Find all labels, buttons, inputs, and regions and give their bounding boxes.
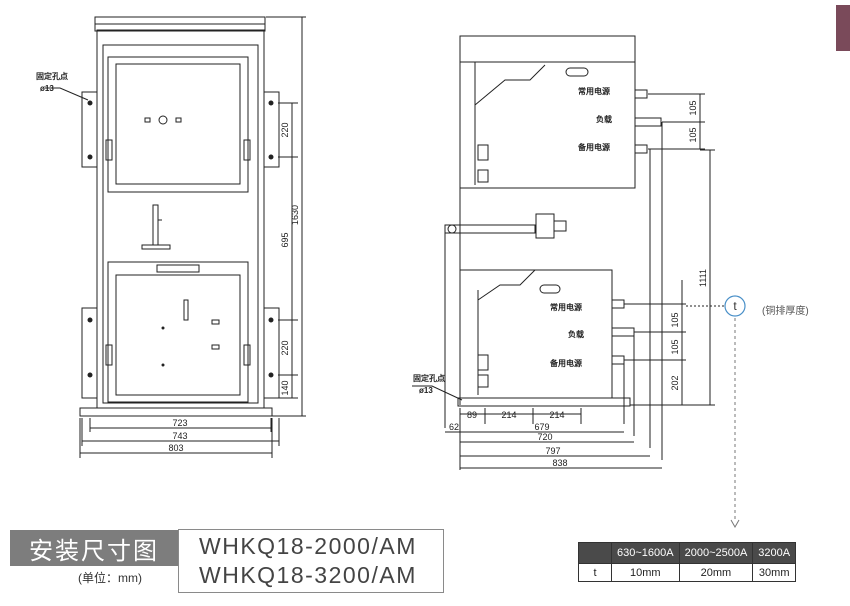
dim-220-lower: 220 [280,340,290,355]
corner-accent-tab [836,5,850,51]
dim-89: 89 [467,410,477,420]
dim-838: 838 [552,458,567,468]
dim-220-upper: 220 [280,122,290,137]
unit-note: (单位：mm) [78,571,142,585]
title-banner: 安装尺寸图 [10,530,178,566]
upper-label-backup: 备用电源 [577,142,610,152]
dim-695: 695 [280,232,290,247]
dim-679: 679 [534,422,549,432]
table-row-label: t [578,563,612,582]
dim-105-lower-a: 105 [670,312,680,327]
table-header-2000: 2000~2500A [678,542,754,564]
front-view [45,16,306,458]
lower-label-normal: 常用电源 [550,302,582,312]
t-marker-icon [724,295,746,317]
table-header-row: 630~1600A 2000~2500A 3200A [578,542,797,564]
lower-label-backup: 备用电源 [549,358,582,368]
table-cell-10mm: 10mm [611,563,680,582]
dim-202: 202 [670,375,680,390]
table-header-blank [578,542,612,564]
dim-720: 720 [537,432,552,442]
t-symbol: t [733,299,737,313]
dim-62: 62 [449,422,459,432]
dim-140: 140 [280,380,290,395]
front-hole-dia: ø13 [40,84,54,93]
side-view-labels: 常用电源 负载 备用电源 常用电源 负载 备用电源 105 105 1111 1… [413,86,809,468]
model-1: WHKQ18-2000/AM [199,533,417,559]
table-cell-30mm: 30mm [752,563,797,582]
dim-214-a: 214 [501,410,516,420]
side-hole-dia: ø13 [419,386,433,395]
table-header-3200: 3200A [752,542,797,564]
upper-label-normal: 常用电源 [578,86,610,96]
table-row: t 10mm 20mm 30mm [578,563,797,582]
table-cell-20mm: 20mm [678,563,754,582]
lower-label-load: 负载 [568,329,584,339]
side-view [412,35,740,529]
model-2: WHKQ18-3200/AM [199,562,417,588]
dim-105-upper-b: 105 [688,127,698,142]
front-hole-label: 固定孔点 [36,71,68,81]
model-box: WHKQ18-2000/AM WHKQ18-3200/AM [178,529,444,593]
dim-797: 797 [545,446,560,456]
table-header-630: 630~1600A [611,542,680,564]
thickness-table: 630~1600A 2000~2500A 3200A t 10mm 20mm 3… [578,542,797,582]
dim-723: 723 [172,418,187,428]
dim-1630: 1630 [290,205,300,225]
side-hole-label: 固定孔点 [413,373,445,383]
upper-label-load: 负载 [596,114,612,124]
dim-105-upper-a: 105 [688,100,698,115]
dim-1111: 1111 [698,269,708,287]
dim-803: 803 [168,443,183,453]
front-view-labels: 固定孔点 ø13 220 695 1630 220 140 723 743 80… [36,71,300,453]
dim-214-b: 214 [549,410,564,420]
t-note: (铜排厚度) [762,304,809,317]
dim-743: 743 [172,431,187,441]
dim-105-lower-b: 105 [670,339,680,354]
